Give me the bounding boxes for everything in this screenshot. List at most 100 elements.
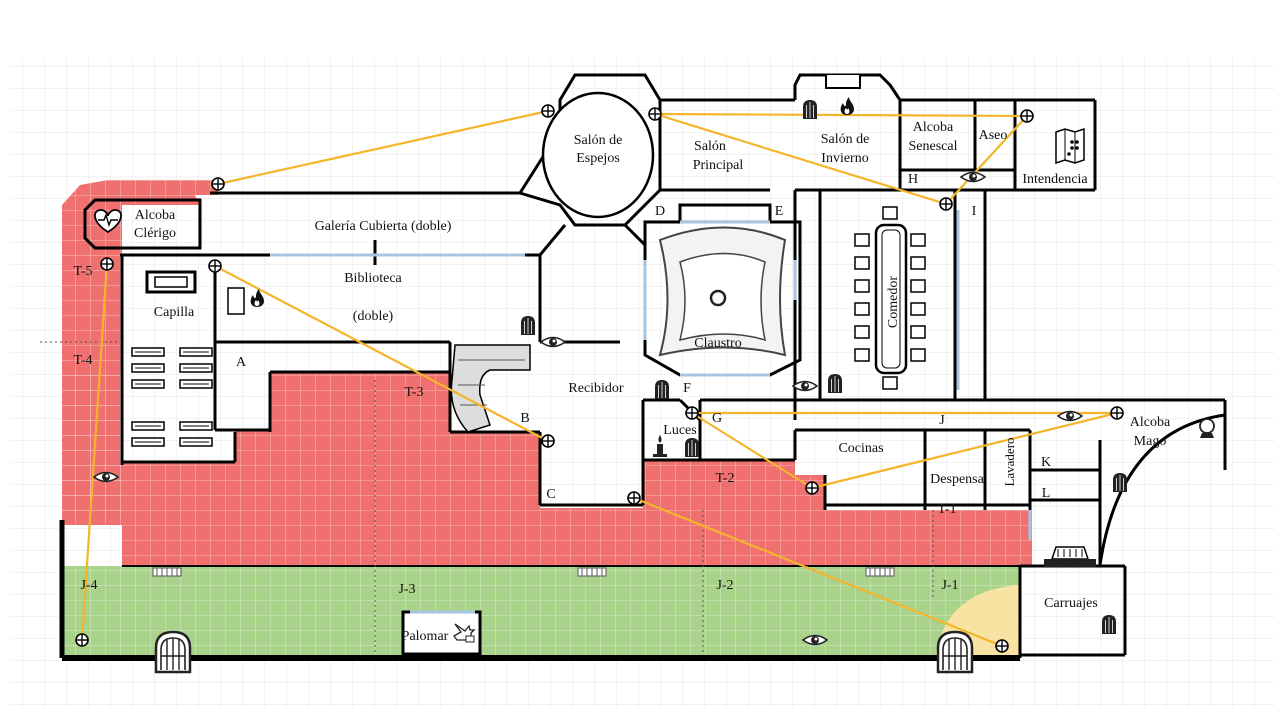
chapel-pew — [179, 437, 213, 447]
chapel-pew — [179, 347, 213, 357]
room-label-intendencia: Intendencia — [1022, 172, 1088, 187]
letter-label: H — [908, 172, 918, 187]
dining-chair — [854, 302, 870, 316]
carriage-icon — [1044, 546, 1096, 567]
garden-label: J-3 — [398, 582, 415, 597]
letter-label: I — [972, 204, 977, 219]
dining-chair — [910, 279, 926, 293]
door-icon[interactable] — [1112, 472, 1128, 493]
crosshair-icon[interactable] — [541, 434, 555, 448]
bench — [577, 567, 607, 577]
dining-chair — [854, 279, 870, 293]
patrol-routes — [80, 109, 1119, 648]
crosshair-icon[interactable] — [627, 491, 641, 505]
chapel-pew — [131, 363, 165, 373]
door-icon[interactable] — [802, 99, 818, 120]
gate-icon[interactable] — [936, 630, 974, 674]
room-label-galeria: Galería Cubierta (doble) — [315, 219, 452, 234]
letter-label: B — [520, 411, 529, 426]
letter-label: K — [1041, 455, 1051, 470]
map-icon — [1055, 127, 1085, 165]
crosshair-icon[interactable] — [648, 107, 662, 121]
bench — [865, 567, 895, 577]
room-label-aseo: Aseo — [979, 128, 1008, 143]
room-label-despensa: Despensa — [930, 472, 984, 487]
crosshair-icon[interactable] — [208, 259, 222, 273]
tower-label: T-1 — [938, 502, 957, 517]
dining-chair — [854, 233, 870, 247]
heart-monitor-icon — [94, 209, 122, 234]
dining-chair — [854, 256, 870, 270]
chapel-pew — [131, 437, 165, 447]
crosshair-icon[interactable] — [1020, 109, 1034, 123]
room-label-palomar: Palomar — [402, 629, 449, 644]
door-icon[interactable] — [827, 373, 843, 394]
letter-label: J — [939, 413, 945, 428]
gate-icon[interactable] — [154, 630, 192, 674]
garden-zone — [62, 566, 1020, 658]
mirror-salon-ellipse — [541, 91, 655, 219]
crosshair-icon[interactable] — [75, 633, 89, 647]
letter-label: A — [236, 355, 247, 370]
room-label-comedor: Comedor — [886, 276, 901, 328]
crosshair-icon[interactable] — [100, 257, 114, 271]
dining-chair — [854, 348, 870, 362]
door-icon[interactable] — [520, 315, 536, 336]
dining-chair — [910, 256, 926, 270]
dashed-lines — [40, 341, 934, 655]
room-label-recibidor: Recibidor — [568, 381, 624, 396]
room-label-capilla: Capilla — [154, 305, 195, 320]
letter-label: E — [775, 204, 784, 219]
chapel-pew — [131, 421, 165, 431]
dining-chair — [910, 302, 926, 316]
dining-chair — [910, 233, 926, 247]
fireplace — [825, 75, 861, 89]
room-label-carruajes: Carruajes — [1044, 596, 1098, 611]
crosshair-icon[interactable] — [211, 177, 225, 191]
letter-label: C — [546, 487, 555, 502]
tower-label: T-2 — [716, 471, 735, 486]
staircase — [450, 344, 531, 433]
crosshair-icon[interactable] — [805, 481, 819, 495]
letter-label: D — [655, 204, 665, 219]
door-icon[interactable] — [684, 437, 700, 458]
chapel-pew — [131, 347, 165, 357]
garden-label: J-1 — [941, 578, 958, 593]
room-label-biblioteca: Biblioteca(doble) — [344, 271, 402, 324]
crosshair-icon[interactable] — [541, 104, 555, 118]
fireplace — [227, 287, 245, 315]
crosshair-icon[interactable] — [995, 639, 1009, 653]
dove-icon — [453, 623, 476, 643]
letter-label: L — [1042, 486, 1051, 501]
letter-label: G — [712, 411, 722, 426]
chapel-pew — [179, 363, 213, 373]
door-icon[interactable] — [1101, 614, 1117, 635]
crosshair-icon[interactable] — [939, 197, 953, 211]
bench — [152, 567, 182, 577]
room-label-luces: Luces — [663, 423, 696, 438]
crosshair-icon[interactable] — [685, 406, 699, 420]
room-label-claustro: Claustro — [694, 336, 741, 351]
door-icon[interactable] — [654, 379, 670, 400]
walls — [59, 73, 1227, 661]
dining-chair — [910, 348, 926, 362]
room-label-lavadero: Lavadero — [1002, 437, 1017, 486]
tower-label: T-4 — [74, 353, 93, 368]
dining-table — [874, 223, 908, 375]
chapel-pew — [179, 421, 213, 431]
room-label-cocinas: Cocinas — [838, 441, 883, 456]
tower-label: T-3 — [405, 385, 424, 400]
garden-label: J-2 — [716, 578, 733, 593]
candle-icon — [653, 435, 667, 457]
letter-label: F — [683, 381, 691, 396]
garden-label: J-4 — [80, 578, 97, 593]
point-letters: A B C D E F G H I J K L — [236, 172, 1051, 502]
crosshair-icon[interactable] — [1110, 406, 1124, 420]
dining-chair — [882, 376, 898, 390]
